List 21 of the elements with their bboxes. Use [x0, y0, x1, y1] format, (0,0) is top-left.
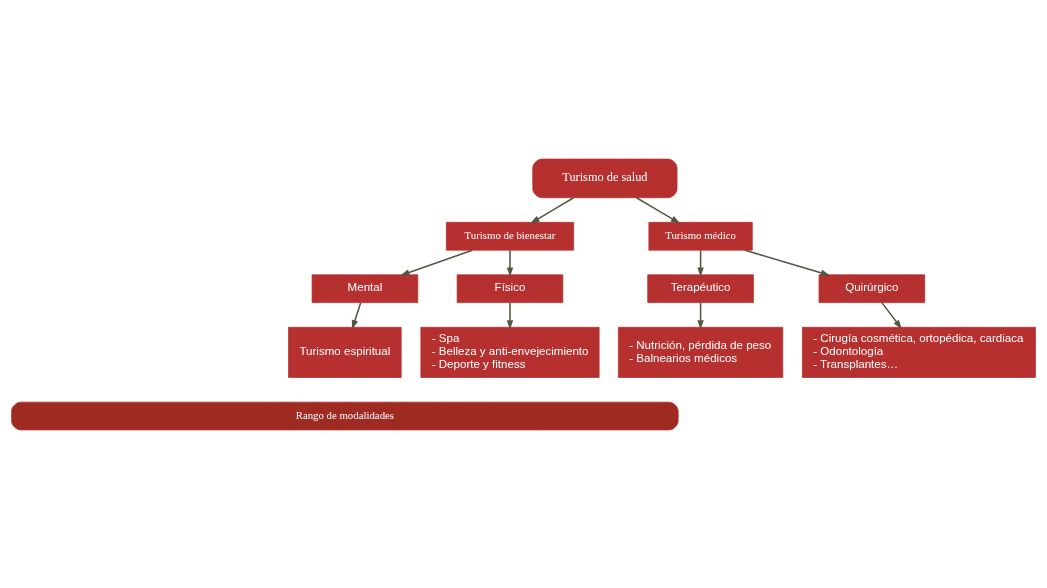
- node-box: Turismo médico: [648, 221, 753, 250]
- node-box: Terapéutico: [647, 273, 754, 303]
- arrow: [351, 301, 362, 329]
- arrow: [400, 249, 474, 276]
- arrow: [881, 301, 902, 329]
- arrow: [697, 301, 704, 329]
- node-box: - Cirugía cosmética, ortopédica, cardiaca - Odontología - Transplantes…: [802, 326, 1036, 378]
- node-box: Quirúrgico: [818, 273, 926, 303]
- arrow: [744, 248, 830, 276]
- node-box: Turismo espiritual: [288, 326, 402, 378]
- node-box: Físico: [456, 273, 564, 303]
- node-box: - Spa - Belleza y anti-envejecimiento - Deporte y fitness: [420, 326, 600, 378]
- arrow: [635, 196, 681, 223]
- node-box: - Nutrición, pérdida de peso - Balnearios médicos: [618, 326, 784, 378]
- arrow: [506, 249, 514, 277]
- node-box: Mental: [311, 273, 419, 303]
- arrow: [506, 301, 514, 329]
- node-box: Turismo de bienestar: [445, 221, 575, 250]
- arrow: [530, 196, 575, 223]
- node-box: Rango de modalidades: [11, 401, 679, 430]
- node-box: Turismo de salud: [532, 158, 678, 198]
